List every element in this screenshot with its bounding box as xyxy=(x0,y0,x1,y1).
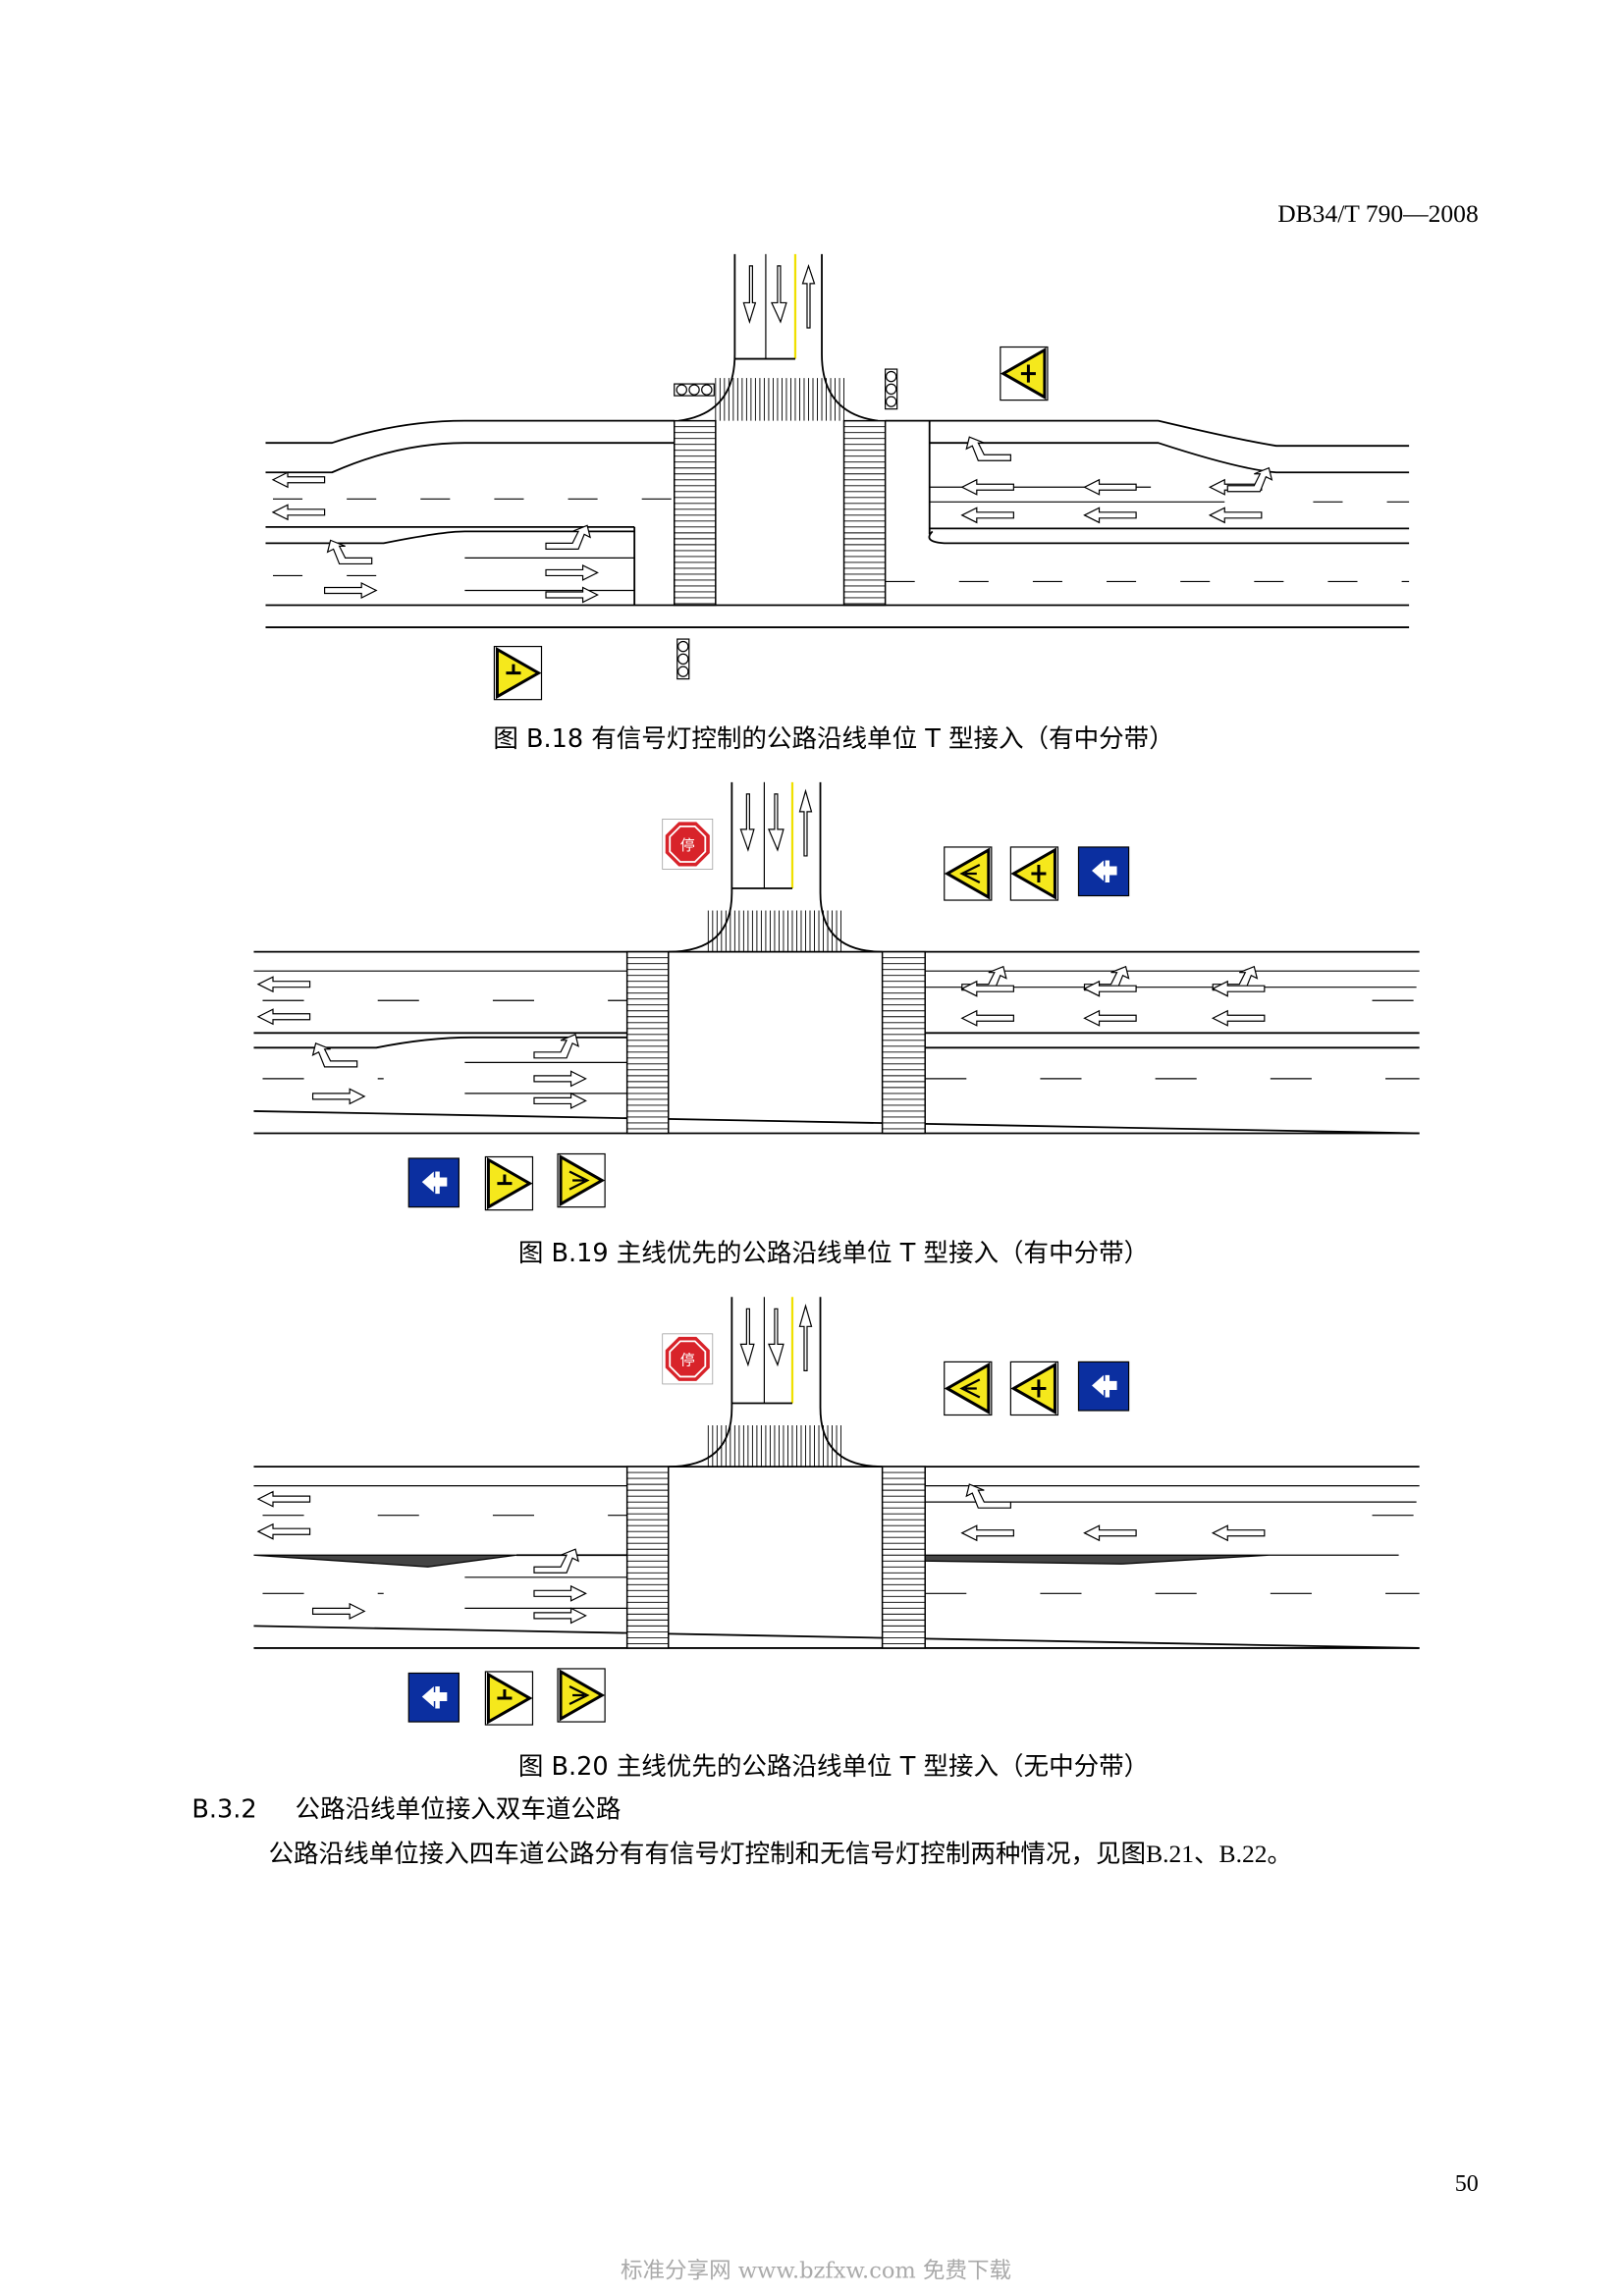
crosswalk xyxy=(881,950,926,1135)
direction-sign-icon xyxy=(1077,846,1130,897)
lane-arrow xyxy=(533,1585,587,1602)
section-title: 公路沿线单位接入双车道公路 xyxy=(296,1795,622,1825)
stop-sign-icon xyxy=(661,1332,714,1385)
lane-arrow xyxy=(257,1523,311,1540)
crosswalk xyxy=(625,1466,670,1649)
stop-sign-icon xyxy=(661,818,714,871)
page-number: 50 xyxy=(1455,2171,1479,2197)
crosswalk xyxy=(881,1466,926,1649)
lane-arrow xyxy=(965,1483,1011,1509)
lane-arrow xyxy=(311,1088,365,1105)
direction-sign-icon xyxy=(407,1672,460,1723)
lane-arrow xyxy=(533,1093,587,1109)
lane-arrow xyxy=(311,1603,365,1620)
warning-sign-icon xyxy=(999,346,1050,402)
lane-arrow xyxy=(1083,981,1137,997)
lane-arrow xyxy=(1083,1524,1137,1541)
side-road-arrows xyxy=(742,263,816,329)
lane-arrow xyxy=(533,1607,587,1624)
traffic-signal-icon xyxy=(674,383,715,397)
traffic-signal-icon xyxy=(885,368,898,410)
lane-arrow xyxy=(1212,1524,1266,1541)
lane-arrow xyxy=(1212,981,1266,997)
figure-caption: 图 B.20 主线优先的公路沿线单位 T 型接入（无中分带） xyxy=(518,1752,1149,1782)
crosswalk xyxy=(842,419,887,607)
figure-b19-diagram xyxy=(253,781,1420,1212)
direction-sign-icon xyxy=(1077,1361,1130,1412)
lane-arrow xyxy=(533,1070,587,1087)
pedestrian-warning-sign-icon xyxy=(943,845,994,902)
figure-b18-diagram xyxy=(265,253,1410,702)
warning-sign-icon xyxy=(1008,1360,1059,1416)
lane-arrow xyxy=(257,976,311,992)
pedestrian-warning-sign-icon xyxy=(943,1360,994,1416)
warning-sign-icon xyxy=(492,645,544,702)
crosswalk xyxy=(625,950,670,1135)
figure-caption: 图 B.19 主线优先的公路沿线单位 T 型接入（有中分带） xyxy=(518,1239,1149,1268)
crosswalk xyxy=(673,419,717,607)
pedestrian-warning-sign-icon xyxy=(556,1152,607,1209)
lane-arrow xyxy=(257,1008,311,1025)
section-number: B.3.2 xyxy=(191,1795,256,1825)
figure-caption: 图 B.18 有信号灯控制的公路沿线单位 T 型接入（有中分带） xyxy=(493,724,1173,754)
lane-arrow xyxy=(961,1010,1014,1027)
lane-arrow xyxy=(961,981,1014,997)
lane-arrow xyxy=(1212,1010,1266,1027)
pedestrian-warning-sign-icon xyxy=(556,1667,607,1724)
body-paragraph: 公路沿线单位接入四车道公路分有有信号灯控制和无信号灯控制两种情况，见图B.21、… xyxy=(268,1840,1292,1868)
traffic-signal-icon xyxy=(676,638,690,680)
lane-arrow xyxy=(533,1548,579,1574)
warning-sign-icon xyxy=(1008,845,1059,902)
lane-arrow xyxy=(257,1491,311,1508)
warning-sign-icon xyxy=(483,1155,534,1212)
figure-b20-diagram xyxy=(253,1297,1420,1727)
warning-sign-icon xyxy=(483,1670,534,1727)
direction-sign-icon xyxy=(407,1157,460,1208)
lane-arrow xyxy=(1083,1010,1137,1027)
watermark: 标准分享网 www.bzfxw.com 免费下载 xyxy=(621,2259,1011,2284)
lane-arrow xyxy=(961,1524,1014,1541)
standard-number: DB34/T 790—2008 xyxy=(1277,199,1479,228)
